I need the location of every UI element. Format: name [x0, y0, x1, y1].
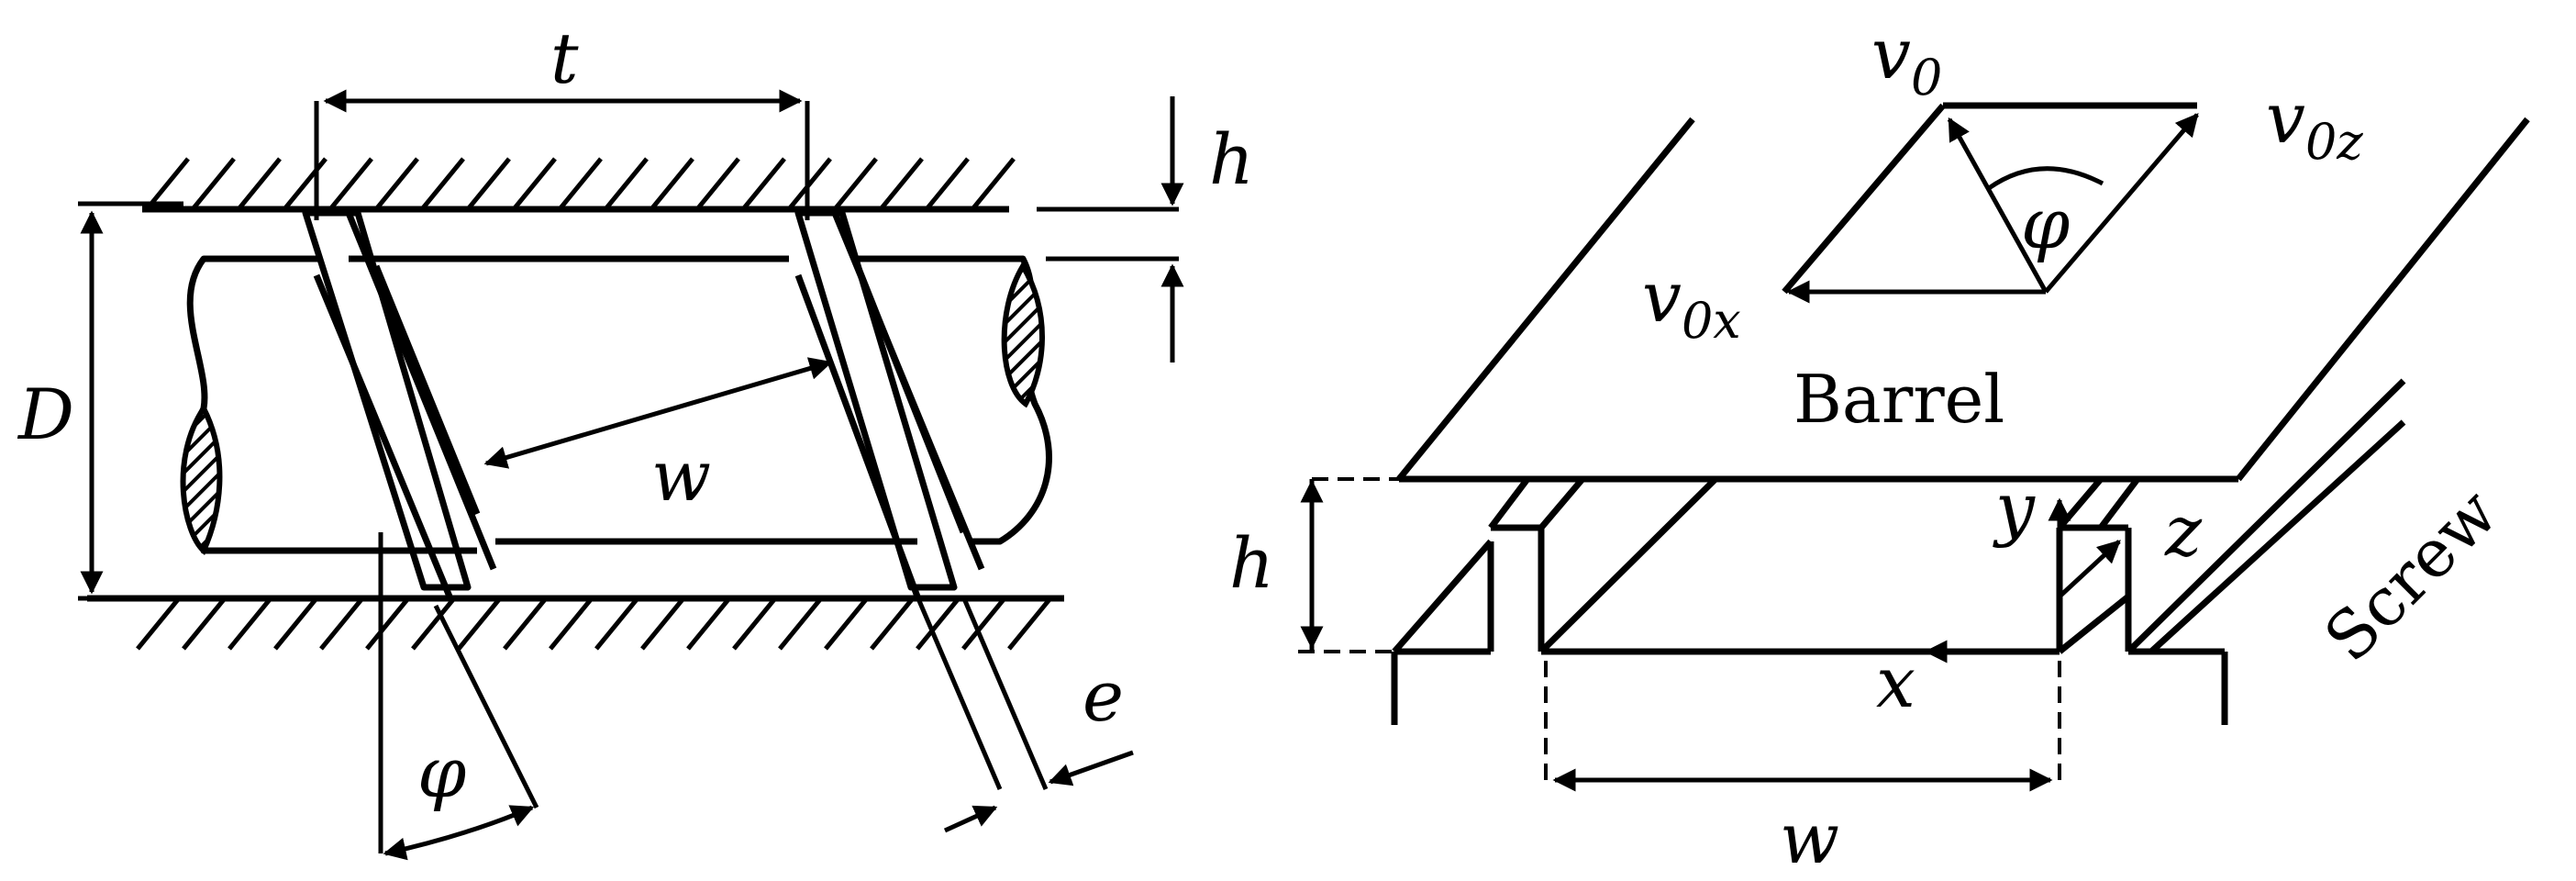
hatch-line — [237, 157, 282, 211]
hatch-line — [273, 597, 318, 651]
hatch-line — [549, 597, 594, 651]
label-y: y — [1993, 467, 2036, 549]
label-screw: Screw — [2310, 474, 2513, 676]
hatch-line — [971, 157, 1016, 211]
left-figure: t h D w φ e — [17, 17, 1254, 861]
hatch-line — [916, 597, 960, 651]
label-phi-right: φ — [2021, 183, 2070, 264]
hatch-line — [228, 597, 272, 651]
label-e: e — [1083, 655, 1124, 737]
screw-root-body — [180, 255, 1052, 556]
hatch-line — [1007, 597, 1052, 651]
label-v0: v0 — [1871, 13, 1942, 106]
label-h-right: h — [1229, 522, 1274, 604]
hatch-line — [182, 597, 227, 651]
label-phi-left: φ — [417, 731, 466, 813]
hatch-line — [191, 157, 236, 211]
hatch-line — [503, 597, 548, 651]
clearance-dimension — [1037, 96, 1184, 362]
hatch-line — [732, 597, 777, 651]
flight-width-dimension — [915, 596, 1134, 833]
hatch-line — [283, 157, 328, 211]
label-h-left: h — [1209, 118, 1254, 200]
hatch-line — [457, 597, 502, 651]
hatch-line — [374, 157, 419, 211]
label-t: t — [550, 17, 579, 99]
hatch-line — [594, 597, 639, 651]
channel-depth-dimension — [1298, 477, 1399, 653]
hatch-line — [650, 157, 694, 211]
hatch-line — [558, 157, 603, 211]
hatch-line — [778, 597, 823, 651]
diameter-dimension — [78, 201, 183, 601]
hatch-line — [604, 157, 649, 211]
hatch-line — [365, 597, 410, 651]
velocity-triangle — [1782, 102, 2199, 304]
label-v0x: v0x — [1642, 256, 1741, 350]
label-D: D — [17, 374, 74, 455]
barrel-bottom-wall — [87, 595, 1064, 651]
hatch-line — [824, 597, 869, 651]
hatch-line — [136, 597, 181, 651]
channel-width-dimension — [1544, 661, 2061, 792]
hatch-line — [411, 597, 456, 651]
hatch-line — [640, 597, 685, 651]
hatch-line — [925, 157, 970, 211]
label-x: x — [1876, 641, 1915, 723]
hatch-line — [319, 597, 364, 651]
hatch-line — [961, 597, 1006, 651]
hatch-line — [145, 157, 190, 211]
label-z: z — [2164, 490, 2203, 572]
hatch-line — [466, 157, 511, 211]
hatch-line — [833, 157, 878, 211]
flight-1 — [302, 209, 497, 598]
hatch-line — [879, 157, 924, 211]
hatch-line — [695, 157, 740, 211]
screw-channel — [1391, 378, 2406, 725]
helix-angle-construction — [378, 532, 539, 861]
hatch-line — [870, 597, 915, 651]
flight-2 — [794, 209, 985, 598]
hatch-line — [741, 157, 786, 211]
right-figure: v0 v0z v0x φ Barrel Screw h w x y z — [1229, 13, 2530, 879]
label-w-right: w — [1780, 797, 1839, 879]
label-w-left: w — [651, 435, 711, 517]
label-v0z: v0z — [2266, 77, 2363, 171]
hatch-line — [420, 157, 465, 211]
channel-width-arrow — [483, 357, 833, 469]
hatch-line — [686, 597, 731, 651]
hatch-line — [512, 157, 557, 211]
pitch-dimension — [314, 89, 810, 220]
coordinate-axes — [1924, 497, 2121, 664]
hatch-line — [328, 157, 373, 211]
label-barrel: Barrel — [1793, 361, 2004, 438]
barrel-top-wall — [142, 157, 1016, 213]
